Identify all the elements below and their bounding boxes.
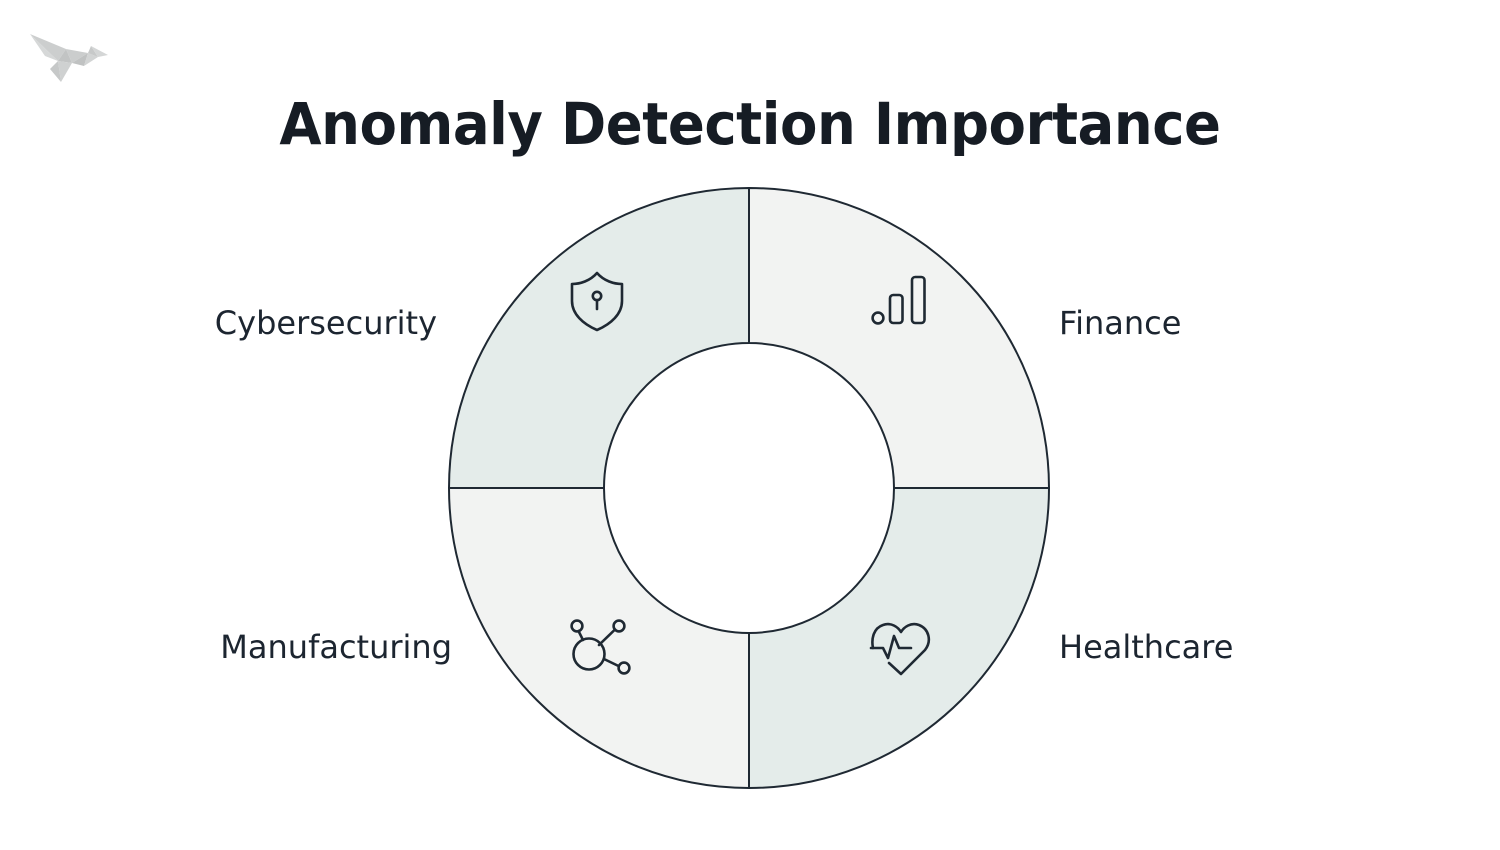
label-healthcare: Healthcare — [1059, 628, 1234, 666]
donut-chart — [448, 187, 1050, 789]
network-hub-icon — [570, 619, 631, 675]
label-finance: Finance — [1059, 304, 1182, 342]
segment-cybersecurity[interactable] — [448, 187, 750, 489]
origami-bird-logo — [30, 34, 108, 82]
segment-manufacturing[interactable] — [448, 487, 750, 789]
bar-chart-icon — [871, 275, 926, 325]
heart-pulse-icon — [869, 622, 931, 676]
page-title: Anomaly Detection Importance — [279, 89, 1221, 158]
segment-healthcare[interactable] — [748, 487, 1050, 789]
shield-lock-icon — [570, 271, 624, 332]
segment-finance[interactable] — [748, 187, 1050, 489]
label-manufacturing: Manufacturing — [220, 628, 452, 666]
label-cybersecurity: Cybersecurity — [214, 304, 437, 342]
